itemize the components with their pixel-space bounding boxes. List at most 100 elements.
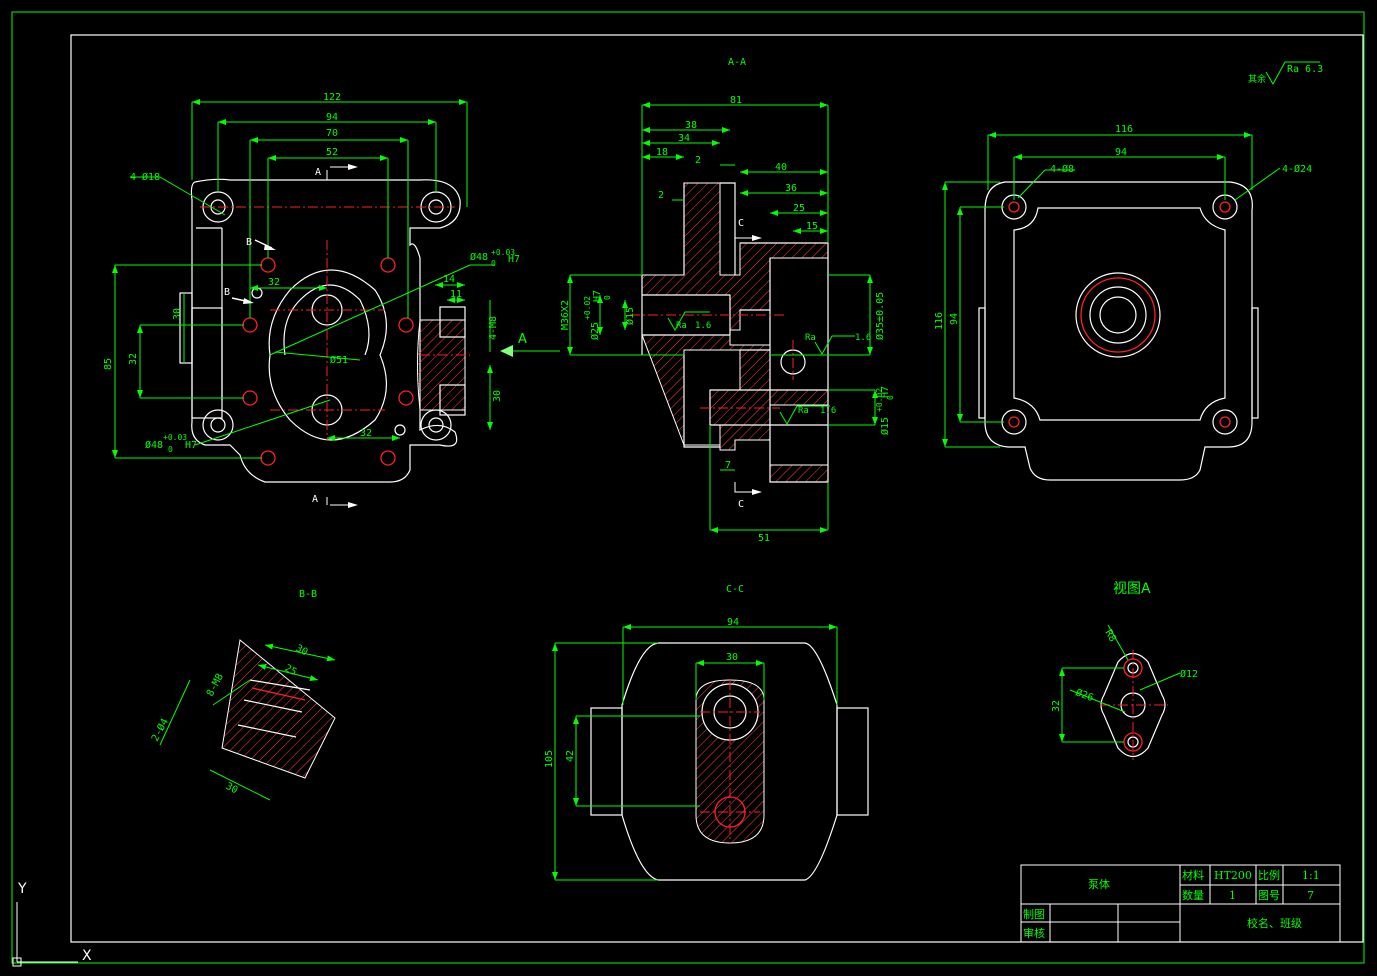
label-section-bb: B-B bbox=[299, 589, 317, 600]
svg-text:Ø48: Ø48 bbox=[470, 251, 488, 263]
svg-text:94: 94 bbox=[326, 112, 338, 123]
section-aa-view[interactable]: 81 38 34 18 2 2 40 36 25 15 M36X2 Ø25 +0… bbox=[560, 95, 895, 544]
svg-text:7: 7 bbox=[725, 460, 731, 471]
svg-text:A: A bbox=[315, 167, 321, 178]
svg-text:+0.02: +0.02 bbox=[583, 296, 592, 320]
section-bb-view[interactable]: 30 25 8-M8 2-Ø4 30 bbox=[149, 639, 336, 801]
svg-text:0: 0 bbox=[491, 259, 496, 268]
svg-text:H7: H7 bbox=[592, 290, 603, 302]
svg-text:11: 11 bbox=[450, 289, 462, 300]
svg-text:1:1: 1:1 bbox=[1302, 869, 1320, 882]
svg-text:+0.03: +0.03 bbox=[491, 248, 515, 257]
svg-text:HT200: HT200 bbox=[1214, 869, 1252, 882]
svg-text:校名、班级: 校名、班级 bbox=[1247, 916, 1302, 930]
svg-text:4-Ø18: 4-Ø18 bbox=[130, 171, 160, 183]
section-cc-view[interactable]: 94 30 105 42 bbox=[544, 617, 869, 881]
svg-text:Ra: Ra bbox=[805, 333, 816, 343]
svg-text:1.6: 1.6 bbox=[820, 406, 836, 416]
svg-text:Y: Y bbox=[17, 881, 27, 897]
inner-frame bbox=[70, 34, 1364, 943]
svg-text:52: 52 bbox=[326, 147, 338, 158]
svg-text:36: 36 bbox=[785, 183, 797, 194]
svg-text:Ø12: Ø12 bbox=[1180, 668, 1198, 680]
svg-text:Ra 6.3: Ra 6.3 bbox=[1287, 64, 1323, 75]
svg-text:122: 122 bbox=[323, 92, 341, 103]
svg-text:审核: 审核 bbox=[1023, 926, 1045, 940]
svg-text:R8: R8 bbox=[1102, 628, 1118, 644]
svg-text:A: A bbox=[312, 494, 318, 505]
svg-text:M36X2: M36X2 bbox=[560, 300, 571, 330]
svg-text:数量: 数量 bbox=[1182, 889, 1204, 902]
svg-text:14: 14 bbox=[443, 274, 455, 285]
view-a-arrow: A bbox=[500, 332, 560, 357]
svg-text:制图: 制图 bbox=[1023, 908, 1045, 921]
svg-text:42: 42 bbox=[565, 750, 576, 762]
svg-text:32: 32 bbox=[128, 353, 139, 365]
svg-text:Ø51: Ø51 bbox=[330, 354, 348, 366]
svg-text:38: 38 bbox=[685, 120, 697, 131]
svg-text:X: X bbox=[82, 948, 92, 964]
svg-text:2: 2 bbox=[695, 155, 701, 166]
svg-text:30: 30 bbox=[172, 308, 183, 320]
svg-text:4-Ø8: 4-Ø8 bbox=[1050, 163, 1074, 175]
svg-text:比例: 比例 bbox=[1258, 868, 1280, 882]
svg-text:Ø26: Ø26 bbox=[1074, 687, 1095, 704]
svg-text:Ra: Ra bbox=[676, 321, 687, 331]
svg-text:15: 15 bbox=[806, 221, 818, 232]
svg-text:H7: H7 bbox=[185, 440, 197, 451]
svg-text:1.6: 1.6 bbox=[695, 321, 711, 331]
svg-text:H7: H7 bbox=[880, 386, 891, 398]
svg-text:Ø15: Ø15 bbox=[879, 417, 891, 435]
svg-text:30: 30 bbox=[294, 643, 310, 658]
svg-text:Ø35±0.05: Ø35±0.05 bbox=[874, 292, 886, 340]
svg-text:B: B bbox=[224, 287, 230, 298]
svg-text:A: A bbox=[518, 332, 527, 347]
svg-text:0: 0 bbox=[168, 445, 173, 454]
svg-text:0: 0 bbox=[886, 395, 895, 400]
label-view-a: 视图A bbox=[1113, 581, 1151, 597]
svg-text:116: 116 bbox=[1115, 124, 1133, 135]
svg-text:1: 1 bbox=[1229, 889, 1236, 902]
svg-text:94: 94 bbox=[1115, 147, 1127, 158]
part-name: 泵体 bbox=[1088, 877, 1110, 891]
svg-text:B: B bbox=[246, 237, 252, 248]
svg-text:18: 18 bbox=[656, 147, 668, 158]
right-view[interactable]: 116 94 4-Ø8 4-Ø24 116 94 bbox=[934, 124, 1312, 481]
svg-text:Ø15: Ø15 bbox=[624, 307, 636, 325]
svg-text:116: 116 bbox=[934, 312, 945, 330]
label-section-cc: C-C bbox=[726, 584, 744, 595]
svg-text:25: 25 bbox=[283, 663, 299, 678]
svg-text:94: 94 bbox=[727, 617, 739, 628]
svg-text:40: 40 bbox=[775, 162, 787, 173]
svg-text:4-Ø24: 4-Ø24 bbox=[1282, 163, 1312, 175]
svg-text:8-M8: 8-M8 bbox=[205, 672, 226, 698]
svg-text:81: 81 bbox=[730, 95, 742, 106]
svg-text:30: 30 bbox=[492, 390, 503, 402]
svg-text:85: 85 bbox=[103, 358, 114, 370]
svg-text:30: 30 bbox=[224, 781, 240, 796]
svg-text:4-M8: 4-M8 bbox=[488, 316, 499, 340]
svg-text:32: 32 bbox=[268, 277, 280, 288]
svg-text:70: 70 bbox=[326, 128, 338, 139]
svg-text:C: C bbox=[738, 218, 744, 229]
svg-text:105: 105 bbox=[544, 750, 555, 768]
svg-text:Ø25: Ø25 bbox=[589, 322, 601, 340]
svg-text:+0.02: +0.02 bbox=[875, 388, 884, 412]
svg-text:其余: 其余 bbox=[1248, 73, 1266, 85]
outer-frame bbox=[11, 11, 1365, 964]
svg-text:2: 2 bbox=[658, 190, 664, 201]
svg-text:1.6: 1.6 bbox=[855, 333, 871, 343]
svg-text:0: 0 bbox=[603, 295, 612, 300]
svg-text:32: 32 bbox=[1051, 700, 1062, 712]
svg-text:30: 30 bbox=[726, 652, 738, 663]
svg-text:+0.03: +0.03 bbox=[163, 433, 187, 442]
svg-text:Ra: Ra bbox=[798, 406, 809, 416]
view-a-flange[interactable]: R8 Ø12 Ø26 32 bbox=[1051, 624, 1198, 760]
ucs-icon: Y X bbox=[12, 881, 92, 967]
svg-text:7: 7 bbox=[1307, 889, 1314, 902]
svg-text:32: 32 bbox=[360, 428, 372, 439]
title-block: 泵体 材料 HT200 比例 1:1 数量 1 图号 7 制图 审核 校名、班级 bbox=[1020, 864, 1341, 943]
front-view[interactable]: 122 94 70 52 4-Ø18 Ø48 +0.03 0 H7 Ø51 32… bbox=[103, 92, 520, 508]
roughness-symbol: 其余 Ra 6.3 bbox=[1248, 61, 1323, 86]
